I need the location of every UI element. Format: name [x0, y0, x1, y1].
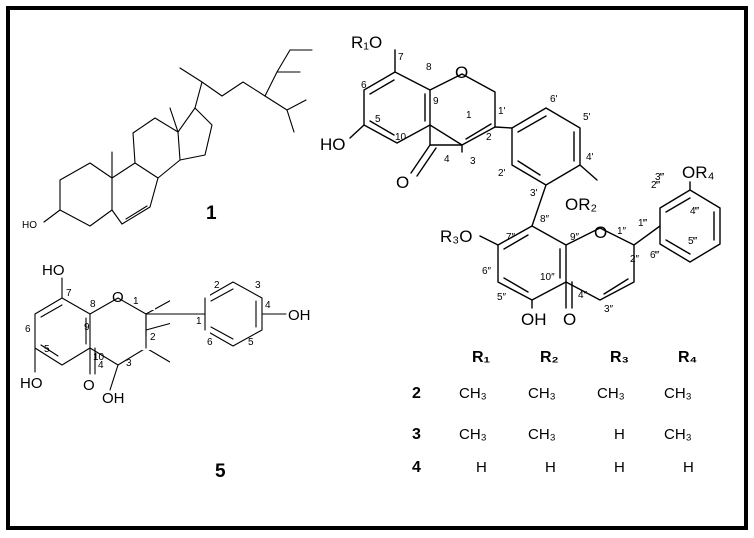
mol5-locant: 7 [66, 288, 72, 299]
biflavone-keto-oxygen-1: O [396, 173, 409, 192]
table-cell: CH₃ [459, 426, 487, 443]
table-row-label: 3 [412, 426, 421, 443]
mol5-locant: 5 [248, 337, 254, 348]
biflavone-locant: 4 [444, 154, 450, 165]
table-header: R₂ [540, 349, 559, 366]
mol5-oh-3: OH [102, 390, 125, 407]
biflavone-locant: 6' [550, 94, 558, 105]
table-cell: CH₃ [459, 385, 487, 402]
biflavone-locant: 2' [498, 168, 506, 179]
biflavone-r1o: R₁O [351, 33, 382, 52]
compound-5-structure [34, 277, 287, 391]
biflavone-locant: 4' [586, 152, 594, 163]
table-cell: CH₃ [528, 385, 556, 402]
mol5-locant: 2 [214, 280, 220, 291]
biflavone-locant: 5 [375, 114, 381, 125]
compound-number-5: 5 [215, 461, 226, 482]
biflavone-locant: 5‴ [688, 236, 698, 247]
table-cell: CH₃ [528, 426, 556, 443]
biflavone-locant: 5″ [497, 292, 507, 303]
table-cell: H [683, 459, 694, 476]
figure-border [6, 6, 748, 530]
biflavone-locant: 1 [466, 110, 472, 121]
table-header: R₄ [678, 349, 697, 366]
biflavone-locant: 3″ [604, 304, 614, 315]
table-cell: H [545, 459, 556, 476]
mol5-ho-bottom: HO [20, 375, 43, 392]
mol5-locant: 3 [126, 358, 132, 369]
table-header: R₃ [610, 349, 629, 366]
substituent-table: R₁ R₂ R₃ R₄ 2 CH₃ CH₃ CH₃ CH₃ 3 CH₃ CH₃ … [412, 349, 697, 476]
biflavone-or4: OR₄ [682, 163, 715, 182]
table-row-label: 2 [412, 385, 421, 402]
biflavone-locant: 2″ [630, 254, 640, 265]
mol5-locant: 4 [98, 360, 104, 371]
mol5-locant: 1 [133, 296, 139, 307]
biflavone-ring-oxygen-1: O [455, 63, 468, 82]
biflavone-locant: 1' [498, 106, 506, 117]
biflavone-locant: 3' [530, 188, 538, 199]
mol1-ho-label: HO [22, 220, 37, 231]
table-cell: CH₃ [597, 385, 625, 402]
mol5-locant: 6 [207, 337, 213, 348]
compound-5-ring-cleanup [145, 297, 206, 349]
biflavone-keto-oxygen-2: O [563, 310, 576, 329]
biflavone-r3o: R₃O [440, 227, 472, 246]
biflavone-locant: 10 [395, 132, 407, 143]
biflavone-locant: 9 [433, 96, 439, 107]
biflavone-locant: 1‴ [638, 218, 648, 229]
biflavone-locant: 7 [398, 52, 404, 63]
biflavone-locant: 4″ [578, 290, 588, 301]
biflavone-locant: 4‴ [690, 206, 700, 217]
biflavone-oh: OH [521, 310, 547, 329]
biflavone-locant: 2‴ [651, 180, 661, 191]
biflavone-locant: 7″ [506, 232, 516, 243]
table-cell: CH₃ [664, 426, 692, 443]
table-header: R₁ [472, 349, 491, 366]
mol5-locant: 8 [90, 299, 96, 310]
biflavone-ring-oxygen-2: O [594, 223, 607, 242]
mol5-locant: 5 [44, 344, 50, 355]
biflavone-locant: 8 [426, 62, 432, 73]
mol5-ring-oxygen: O [112, 289, 124, 306]
table-cell: H [614, 459, 625, 476]
mol5-ho-top: HO [42, 262, 65, 279]
biflavone-locant: 3 [470, 156, 476, 167]
biflavone-locant: 3‴ [655, 172, 665, 183]
mol5-oh-4prime: OH [288, 307, 311, 324]
compound-number-1: 1 [206, 203, 217, 224]
mol5-locant: 4 [265, 300, 271, 311]
mol5-locant: 1 [196, 316, 202, 327]
table-cell: CH₃ [664, 385, 692, 402]
biflavone-locant: 5' [583, 112, 591, 123]
biflavone-or2: OR₂ [565, 195, 597, 214]
mol5-locant: 9 [84, 322, 90, 333]
biflavone-locant: 1″ [617, 226, 627, 237]
compound-1-structure: HO [22, 49, 313, 231]
table-row-label: 4 [412, 459, 421, 476]
biflavone-locant: 2 [486, 132, 492, 143]
mol5-locant: 3 [255, 280, 261, 291]
biflavone-structure [349, 49, 721, 309]
biflavone-locant: 6″ [482, 266, 492, 277]
biflavone-locant: 8″ [540, 214, 550, 225]
biflavone-locant: 6 [361, 80, 367, 91]
mol5-keto-oxygen: O [83, 377, 95, 394]
biflavone-locant: 6‴ [650, 250, 660, 261]
biflavone-locant: 10″ [540, 272, 555, 283]
biflavone-ho: HO [320, 135, 346, 154]
table-cell: H [614, 426, 625, 443]
mol5-locant: 6 [25, 324, 31, 335]
table-cell: H [476, 459, 487, 476]
biflavone-locant: 9″ [570, 232, 580, 243]
mol5-locant: 2 [150, 332, 156, 343]
mol5-locant: 10 [93, 352, 105, 363]
